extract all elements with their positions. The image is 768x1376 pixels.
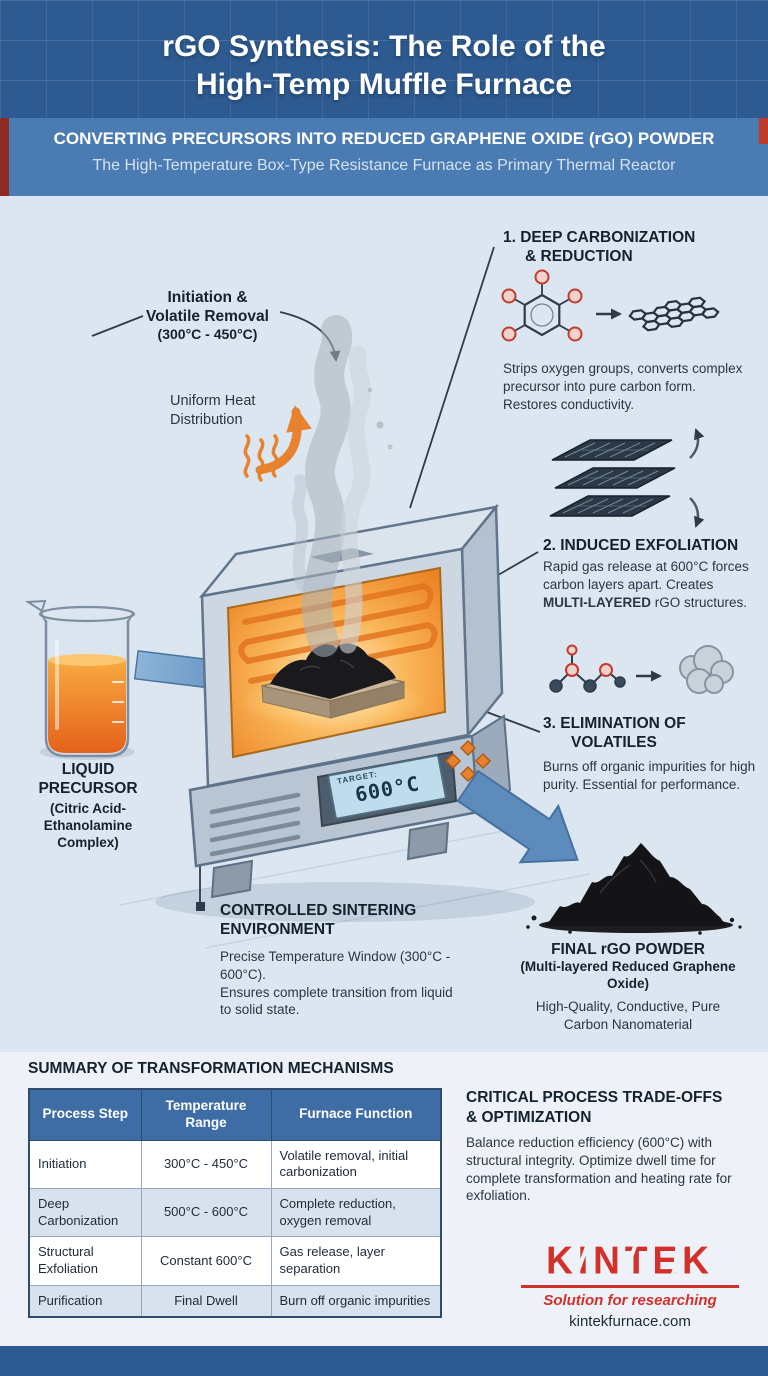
tradeoffs-title: CRITICAL PROCESS TRADE-OFFS & OPTIMIZATI… <box>466 1088 756 1128</box>
cell-function: Volatile removal, initial carbonization <box>270 1139 442 1190</box>
sintering-bullet <box>196 902 205 911</box>
sintering-text1: Precise Temperature Window (300°C - 600°… <box>220 949 451 982</box>
summary-title: SUMMARY OF TRANSFORMATION MECHANISMS <box>28 1060 394 1077</box>
table-row: Initiation 300°C - 450°C Volatile remova… <box>28 1139 442 1190</box>
step2-text: Rapid gas release at 600°C forces carbon… <box>543 558 761 611</box>
furnace-control-buttons[interactable] <box>444 739 492 783</box>
beaker-icon <box>24 599 136 760</box>
step2-title: 2. INDUCED EXFOLIATION <box>543 537 739 554</box>
table-header-row: Process Step Temperature Range Furnace F… <box>28 1088 442 1141</box>
brand-tagline: Solution for researching <box>543 1292 717 1309</box>
step3-title-line1: 3. ELIMINATION OF <box>543 715 686 732</box>
right-accent-strip <box>759 118 768 144</box>
volatile-molecule-icon <box>549 644 626 693</box>
tradeoffs-text: Balance reduction efficiency (600°C) wit… <box>466 1135 732 1204</box>
uniform-heat-line1: Uniform Heat <box>170 393 256 409</box>
brand-website-link[interactable]: kintekfurnace.com <box>569 1313 691 1330</box>
coil-heating-elements <box>238 582 438 684</box>
uniform-heat-arrow <box>255 405 312 475</box>
cell-step: Deep Carbonization <box>28 1187 142 1238</box>
graphene-sheet-icon <box>628 296 720 332</box>
final-product-label: FINAL rGO POWDER (Multi-layered Reduced … <box>516 940 740 1033</box>
step3-title: 3. ELIMINATION OF VOLATILES <box>543 714 763 752</box>
table-row: Deep Carbonization 500°C - 600°C Complet… <box>28 1187 442 1238</box>
footer-bar <box>0 1346 768 1376</box>
uniform-heat-label: Uniform Heat Distribution <box>170 392 290 430</box>
logo-stencil-slash <box>717 1239 735 1281</box>
cell-range: 500°C - 600°C <box>140 1187 272 1238</box>
cell-function: Gas release, layer separation <box>270 1236 442 1286</box>
cell-function: Burn off organic impurities <box>270 1284 442 1318</box>
final-product-description: High-Quality, Conductive, Pure Carbon Na… <box>535 998 721 1032</box>
kintek-logo: KINTEK <box>546 1239 735 1281</box>
uniform-heat-line2: Distribution <box>170 412 243 429</box>
precursor-line1: LIQUID <box>61 761 115 778</box>
floor-grid-lines <box>119 822 591 949</box>
step2-text-after: rGO structures. <box>651 594 748 610</box>
sintering-title-line1: CONTROLLED SINTERING <box>220 902 417 919</box>
sintering-text2: Ensures complete transition from liquid … <box>220 984 453 1018</box>
sintering-title: CONTROLLED SINTERING ENVIRONMENT <box>220 901 460 939</box>
furnace-leg-right <box>406 821 450 861</box>
cell-range: Final Dwell <box>140 1284 272 1318</box>
precursor-subtitle: (Citric Acid-Ethanolamine Complex) <box>43 801 133 850</box>
rgo-powder-pile <box>526 843 742 935</box>
exfoliation-layers-icon <box>549 428 705 528</box>
output-arrow <box>456 769 579 864</box>
smoke-plume <box>292 315 393 657</box>
brand-block: KINTEK Solution for researching kintekfu… <box>500 1239 760 1330</box>
cell-step: Initiation <box>28 1139 142 1190</box>
liquid-precursor-label: LIQUID PRECURSOR (Citric Acid-Ethanolami… <box>14 760 162 852</box>
go-molecule-icon <box>501 269 583 342</box>
furnace-shadow <box>155 882 535 922</box>
left-accent-strip <box>0 118 9 196</box>
precursor-line2: PRECURSOR <box>38 780 138 798</box>
base-vents <box>209 792 301 857</box>
step1-title: 1. DEEP CARBONIZATION & REDUCTION <box>503 228 753 266</box>
tradeoffs-title-line1: CRITICAL PROCESS TRADE-OFFS <box>466 1089 723 1106</box>
cell-step: Purification <box>28 1284 142 1318</box>
logo-underline <box>521 1285 739 1288</box>
step1-title-line2: & REDUCTION <box>525 248 633 266</box>
page-title-line1: rGO Synthesis: The Role of the <box>162 30 606 63</box>
cell-step: Structural Exfoliation <box>28 1236 142 1286</box>
subtitle-primary: CONVERTING PRECURSORS INTO REDUCED GRAPH… <box>53 129 715 148</box>
col-header-furnace-function: Furnace Function <box>270 1088 442 1141</box>
table-row: Purification Final Dwell Burn off organi… <box>28 1284 442 1318</box>
gas-cloud-icon <box>679 645 734 694</box>
page-title: rGO Synthesis: The Role of the High-Temp… <box>0 28 768 105</box>
header-band <box>0 0 768 118</box>
sintering-text: Precise Temperature Window (300°C - 600°… <box>220 948 455 1019</box>
col-header-temperature-range: Temperature Range <box>140 1088 272 1141</box>
cell-range: Constant 600°C <box>140 1236 272 1286</box>
col-header-process-step: Process Step <box>28 1088 142 1141</box>
initiation-line1: Initiation & <box>167 289 248 306</box>
initiation-line2: Volatile Removal <box>146 308 269 326</box>
initiation-label: Initiation & Volatile Removal (300°C - 4… <box>110 288 305 344</box>
step2-text-before: Rapid gas release at 600°C forces carbon… <box>543 559 749 592</box>
table-row: Structural Exfoliation Constant 600°C Ga… <box>28 1236 442 1286</box>
tradeoffs-title-line2: & OPTIMIZATION <box>466 1108 592 1126</box>
subtitle-secondary: The High-Temperature Box-Type Resistance… <box>92 157 676 174</box>
final-product-title: FINAL rGO POWDER <box>551 941 705 958</box>
step3-text: Burns off organic impurities for high pu… <box>543 759 756 792</box>
step1-title-line1: 1. DEEP CARBONIZATION <box>503 229 696 246</box>
cell-function: Complete reduction, oxygen removal <box>270 1187 442 1238</box>
step1-text: Strips oxygen groups, converts complex p… <box>503 361 743 412</box>
initiation-temp: (300°C - 450°C) <box>157 326 258 343</box>
step3-title-line2: VOLATILES <box>571 734 657 752</box>
page-title-line2: High-Temp Muffle Furnace <box>195 68 573 102</box>
summary-table: Process Step Temperature Range Furnace F… <box>28 1088 442 1319</box>
heat-waves-icon <box>243 434 279 482</box>
sintering-title-line2: ENVIRONMENT <box>220 921 335 939</box>
step2-text-bold: MULTI-LAYERED <box>543 594 651 610</box>
crucible <box>261 643 405 719</box>
cell-range: 300°C - 450°C <box>140 1139 272 1190</box>
subheader-band <box>0 118 768 196</box>
furnace-leg-left <box>210 859 254 899</box>
final-product-subtitle: (Multi-layered Reduced Graphene Oxide) <box>520 959 736 991</box>
